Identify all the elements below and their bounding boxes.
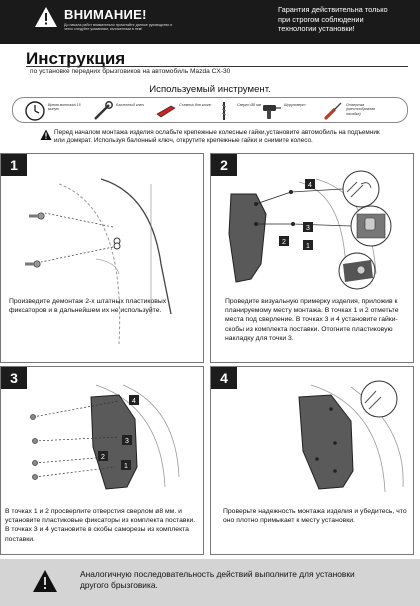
callout-marker: 1 xyxy=(303,240,313,250)
tool-label: Съемник для клипс xyxy=(179,103,212,107)
svg-text:3: 3 xyxy=(306,225,310,232)
warning-icon xyxy=(33,570,57,592)
warning-title: ВНИМАНИЕ! xyxy=(64,7,147,22)
plastic-clip-icon xyxy=(29,212,45,220)
step-panel-4: 4 Проверьте надежность монтажа изделия и… xyxy=(210,366,414,555)
step-1-text: Произведите демонтаж 2-х штатных пластик… xyxy=(9,298,167,315)
callout-marker: 3 xyxy=(303,222,313,232)
plastic-clip-icon xyxy=(32,474,38,480)
tool-label: Время монтажа 15 минут xyxy=(48,103,81,112)
step-number: 2 xyxy=(211,154,237,176)
step-4-text: Проверьте надежность монтажа изделия и у… xyxy=(223,508,407,525)
plastic-clip-icon xyxy=(25,260,41,268)
clip-remover-icon xyxy=(156,105,176,118)
screw-icon xyxy=(32,438,38,444)
step-number: 4 xyxy=(211,367,237,389)
step-2-text: Проведите визуальную примерку изделия, п… xyxy=(225,298,399,342)
page-title: Инструкция xyxy=(26,49,126,68)
step-1-illustration xyxy=(25,178,172,345)
tools-panel xyxy=(12,97,408,123)
warning-header: ВНИМАНИЕ! До начала работ внимательно пр… xyxy=(0,0,420,44)
preparation-note-text: Перед началом монтажа изделия ослабьте к… xyxy=(54,129,380,144)
tools-heading: Используемый инструмент. xyxy=(149,84,271,95)
svg-text:1: 1 xyxy=(306,243,310,250)
title-divider xyxy=(26,66,408,67)
footer-note-text: Аналогичную последовательность действий … xyxy=(80,569,355,590)
plastic-clip-icon xyxy=(32,460,38,466)
callout-marker: 2 xyxy=(98,451,108,461)
step-4-illustration xyxy=(298,380,404,493)
svg-text:4: 4 xyxy=(132,398,136,405)
tool-label: Шуруповерт xyxy=(284,103,306,107)
detail-circle-bottom xyxy=(338,252,376,290)
step-panel-2: 4 3 2 1 2 Проведите визуальную примерку … xyxy=(210,153,414,363)
detail-circle-fit xyxy=(360,380,398,418)
step-3-illustration: 4 3 2 1 xyxy=(30,384,180,490)
page-subtitle: по установке передних брызговиков на авт… xyxy=(30,68,231,75)
guarantee-text: Гарантия действительна только при строго… xyxy=(278,5,388,34)
wrench-icon xyxy=(94,101,113,120)
svg-text:4: 4 xyxy=(308,182,312,189)
step-2-illustration: 4 3 2 1 xyxy=(228,170,392,290)
tool-label: Сверло Ø8 мм xyxy=(237,103,262,107)
svg-text:1: 1 xyxy=(124,463,128,470)
callout-marker: 4 xyxy=(129,395,139,405)
detail-circle-top xyxy=(342,170,380,208)
svg-text:2: 2 xyxy=(101,454,105,461)
step-number: 1 xyxy=(1,154,27,176)
warning-subtext: До начала работ внимательно прочитайте д… xyxy=(64,23,173,32)
callout-marker: 4 xyxy=(305,179,315,189)
phillips-screwdriver-icon xyxy=(324,102,342,120)
tool-label: Баллонный ключ xyxy=(116,103,145,107)
screwdriver-icon xyxy=(263,105,281,119)
callout-marker: 3 xyxy=(122,435,132,445)
warning-icon xyxy=(35,7,57,27)
screw-icon xyxy=(30,414,36,420)
detail-circle-middle xyxy=(350,205,392,247)
step-number: 3 xyxy=(1,367,27,389)
step-3-text: В точках 1 и 2 просверлите отверстия све… xyxy=(5,508,196,543)
callout-marker: 2 xyxy=(279,236,289,246)
step-panel-1: 1 Произведите демонтаж 2-х штатных пласт… xyxy=(0,153,204,363)
step-panel-3: 4 3 2 1 3 В точках 1 и 2 просверлите отв… xyxy=(0,366,204,555)
tool-label: Отвертка (крестообразная насадка) xyxy=(346,103,376,116)
warning-icon xyxy=(40,129,52,140)
footer-note: Аналогичную последовательность действий … xyxy=(0,559,420,606)
clock-icon xyxy=(25,101,45,121)
svg-text:3: 3 xyxy=(125,438,129,445)
callout-marker: 1 xyxy=(121,460,131,470)
svg-text:2: 2 xyxy=(282,239,286,246)
drill-icon xyxy=(221,102,227,120)
